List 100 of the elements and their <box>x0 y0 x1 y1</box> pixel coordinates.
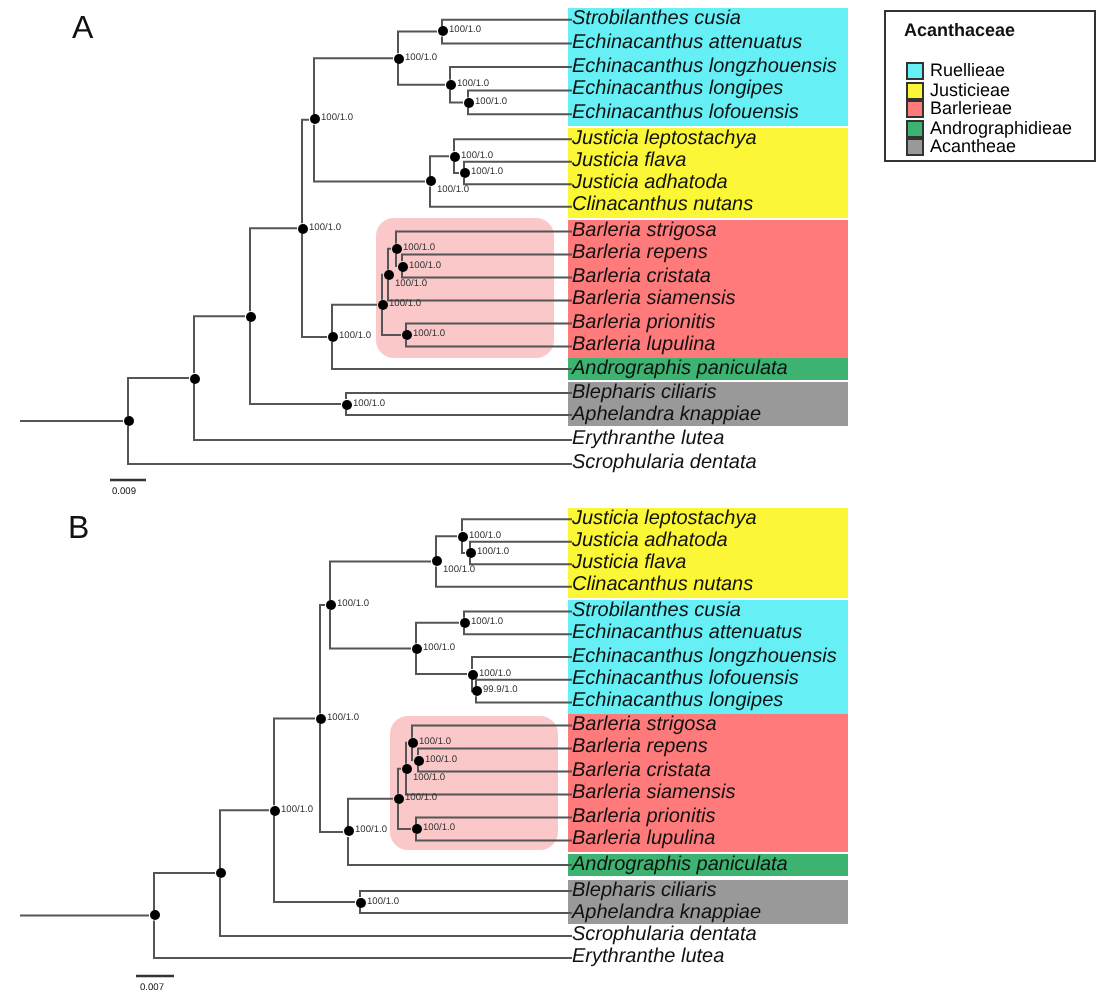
tree-branch <box>453 160 460 174</box>
tree-branch <box>127 377 190 418</box>
taxon-name: Barleria cristata <box>572 265 711 290</box>
tree-branch <box>461 518 573 533</box>
taxon-name: Strobilanthes cusia <box>572 599 741 624</box>
tree-branch <box>19 914 150 917</box>
tree-branch <box>415 833 573 842</box>
tree-branch <box>417 747 573 756</box>
tree-branch <box>405 772 573 796</box>
tree-branch <box>469 540 573 549</box>
tree-branch <box>415 621 460 645</box>
tree-branch <box>453 138 573 153</box>
tree-branch <box>475 695 573 704</box>
tree-branch <box>463 160 573 169</box>
tree-branch <box>405 741 408 765</box>
taxon-name: Barleria cristata <box>572 759 711 784</box>
tree-branch <box>475 678 573 688</box>
taxon-name: Echinacanthus attenuatus <box>572 31 803 56</box>
clade-band <box>568 8 848 126</box>
taxon-name: Justicia adhatoda <box>572 529 728 554</box>
clade-band <box>568 880 848 924</box>
tree-branch <box>397 62 446 86</box>
taxon-name: Barleria strigosa <box>572 219 717 244</box>
tree-branch <box>449 88 464 104</box>
taxon-name: Aphelandra knappiae <box>572 901 762 925</box>
tree-branch <box>347 835 573 866</box>
legend-label: Acantheae <box>930 136 1017 157</box>
tree-branch <box>435 535 458 558</box>
taxon-name: Echinacanthus longipes <box>572 690 784 715</box>
tree-branch <box>359 906 573 914</box>
tree-branch <box>463 610 573 619</box>
taxon-name: Barleria prionitis <box>572 311 716 336</box>
taxon-name: Barleria repens <box>572 242 708 267</box>
tree-branch <box>395 252 398 267</box>
tree-branch <box>397 767 402 795</box>
tree-branch <box>449 66 573 81</box>
legend-label: Andrographidieae <box>930 117 1073 138</box>
clade-band <box>568 714 848 852</box>
taxon-name: Andrographis paniculata <box>572 357 788 381</box>
tree-branch <box>219 877 573 937</box>
tree-branch <box>301 118 310 225</box>
tree-branch <box>397 802 412 830</box>
tree-branch <box>463 177 573 186</box>
tree-branch <box>249 320 342 405</box>
legend-label: Ruellieae <box>930 60 1006 80</box>
tree-branch <box>249 227 298 313</box>
tree-branch <box>405 322 573 331</box>
tree-branch <box>397 30 438 55</box>
tree-branch <box>313 57 394 116</box>
tree-branch <box>319 722 344 833</box>
tree-branch <box>381 273 384 301</box>
tree-branch <box>273 814 356 903</box>
taxon-name: Barleria siamensis <box>572 782 736 807</box>
tree-branch <box>301 232 328 338</box>
taxon-name: Barleria repens <box>572 736 708 761</box>
tree-branch <box>319 603 326 715</box>
tree-branch <box>273 717 316 807</box>
tree-branch <box>417 764 573 773</box>
taxon-name: Strobilanthes cusia <box>572 7 741 32</box>
tree-branch <box>411 724 573 739</box>
taxon-name: Barleria lupulina <box>572 334 716 359</box>
tree-branch <box>331 303 378 333</box>
taxon-name: Echinacanthus longzhouensis <box>572 55 837 79</box>
tree-branch <box>429 155 450 178</box>
tree-branch <box>347 797 394 828</box>
tree-branch <box>467 89 573 99</box>
tree-branch <box>401 270 573 279</box>
clade-band <box>568 358 848 380</box>
tree-branch <box>359 890 573 898</box>
taxon-name: Barleria siamensis <box>572 288 736 313</box>
taxon-name: Scrophularia dentata <box>572 924 757 948</box>
tree-branch <box>345 408 573 416</box>
tree-branch <box>329 560 432 601</box>
clade-band <box>568 220 848 358</box>
legend-label: Barlerieae <box>930 98 1013 119</box>
taxon-name: Scrophularia dentata <box>572 452 757 476</box>
tree-branch <box>387 247 392 271</box>
panel-label: B <box>68 512 90 548</box>
tree-branch <box>435 565 573 588</box>
taxon-name: Aphelandra knappiae <box>572 403 762 427</box>
taxon-name: Justicia leptostachya <box>572 127 757 152</box>
tree-branch <box>193 315 246 375</box>
clade-band <box>568 128 848 218</box>
tree-branch <box>463 626 573 636</box>
taxon-name: Erythranthe lutea <box>572 428 725 452</box>
taxon-name: Echinacanthus lofouensis <box>572 102 799 127</box>
taxon-name: Echinacanthus longzhouensis <box>572 645 837 669</box>
tree-branch <box>405 339 573 348</box>
taxon-name: Justicia leptostachya <box>572 507 757 532</box>
tree-branch <box>193 382 573 441</box>
taxon-name: Barleria prionitis <box>572 805 716 830</box>
panel-label: A <box>72 12 94 48</box>
legend-label: Justicieae <box>930 79 1011 100</box>
tree-branch <box>467 106 573 116</box>
taxon-name: Justicia flava <box>572 552 687 577</box>
tree-branch <box>461 540 466 554</box>
tree-branch <box>153 919 573 959</box>
tree-branch <box>429 185 573 208</box>
tree-branch <box>441 35 573 45</box>
tree-branch <box>469 557 573 566</box>
